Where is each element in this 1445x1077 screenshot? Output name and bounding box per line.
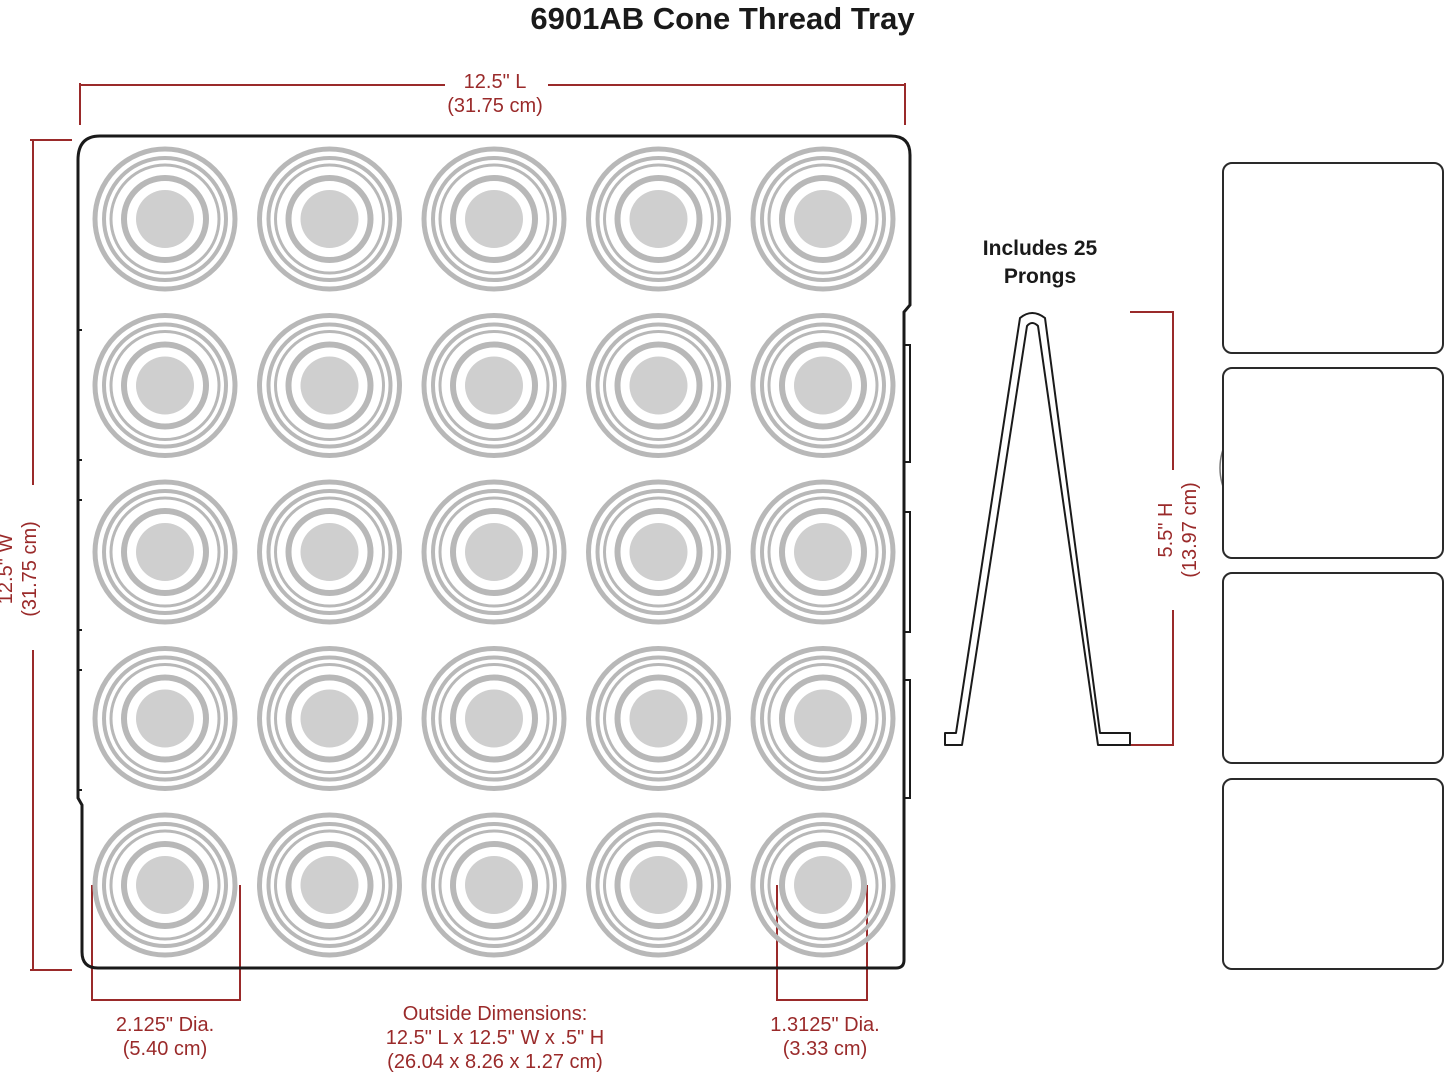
cone-holder xyxy=(750,146,896,292)
step-panel-1 xyxy=(1222,162,1444,354)
width-inches: 12.5" W xyxy=(0,534,17,605)
dimension-lines xyxy=(30,83,1174,1001)
diagram-title: 6901AB Cone Thread Tray xyxy=(530,1,915,36)
cone-holder xyxy=(92,479,238,625)
cone-holder-grid xyxy=(92,146,896,958)
cone-holder xyxy=(257,479,402,625)
length-dimension-line xyxy=(79,83,906,125)
length-inches: 12.5" L xyxy=(463,71,527,93)
prongs-label-line2: Prongs xyxy=(1003,265,1077,288)
cone-holder xyxy=(421,479,567,625)
cone-holder xyxy=(92,646,238,791)
cone-holder xyxy=(586,146,731,292)
cone-holder xyxy=(92,146,238,292)
outer-dia-label: 2.125" Dia. (5.40 cm) xyxy=(85,1013,245,1061)
cone-holder xyxy=(257,812,402,958)
prong-drawing xyxy=(944,312,1131,746)
inner-dia-cm: (3.33 cm) xyxy=(782,1038,868,1060)
cone-holder xyxy=(421,812,567,958)
length-label: 12.5" L (31.75 cm) xyxy=(420,70,570,118)
prong-height-cm: (13.97 cm) xyxy=(1179,482,1201,578)
cone-holder xyxy=(92,313,238,458)
step-panel-2 xyxy=(1222,367,1444,559)
prongs-label: Includes 25 Prongs xyxy=(950,235,1130,291)
cone-holder xyxy=(257,646,402,791)
outer-dia-inches: 2.125" Dia. xyxy=(115,1014,215,1036)
length-cm: (31.75 cm) xyxy=(447,95,543,117)
inner-dia-label: 1.3125" Dia. (3.33 cm) xyxy=(745,1013,905,1061)
cone-holder xyxy=(257,146,402,292)
cone-holder xyxy=(586,646,731,791)
outside-dimensions-label: Outside Dimensions: 12.5" L x 12.5" W x … xyxy=(345,1002,645,1074)
step-panel-3 xyxy=(1222,572,1444,764)
tray-notches xyxy=(77,329,911,799)
cone-holder xyxy=(586,812,731,958)
width-cm: (31.75 cm) xyxy=(19,521,41,617)
tray-outline xyxy=(76,134,912,970)
cone-holder xyxy=(750,812,896,958)
cone-holder xyxy=(421,646,567,791)
outer-dia-cm: (5.40 cm) xyxy=(122,1038,208,1060)
cone-holder xyxy=(586,479,731,625)
outer-dia-bracket xyxy=(91,885,241,1001)
prongs-label-line1: Includes 25 xyxy=(982,237,1098,260)
cone-holder xyxy=(750,646,896,791)
width-dimension-line xyxy=(30,139,72,971)
prong-height-label: 5.5" H (13.97 cm) xyxy=(1154,455,1202,605)
outside-dimensions-cm: (26.04 x 8.26 x 1.27 cm) xyxy=(387,1051,603,1073)
outside-dimensions-heading: Outside Dimensions: xyxy=(402,1003,588,1025)
prong-height-line xyxy=(1130,311,1174,746)
cone-holder xyxy=(92,812,238,958)
cone-holder xyxy=(421,313,567,458)
cone-holder xyxy=(750,313,896,458)
prong-height-inches: 5.5" H xyxy=(1155,502,1177,558)
outside-dimensions-inches: 12.5" L x 12.5" W x .5" H xyxy=(385,1027,605,1049)
cone-holder xyxy=(421,146,567,292)
step-panel-4 xyxy=(1222,778,1444,970)
width-label: 12.5" W (31.75 cm) xyxy=(0,494,42,644)
cone-holder xyxy=(586,313,731,458)
cone-holder xyxy=(750,479,896,625)
cone-holder xyxy=(257,313,402,458)
inner-dia-inches: 1.3125" Dia. xyxy=(770,1014,880,1036)
